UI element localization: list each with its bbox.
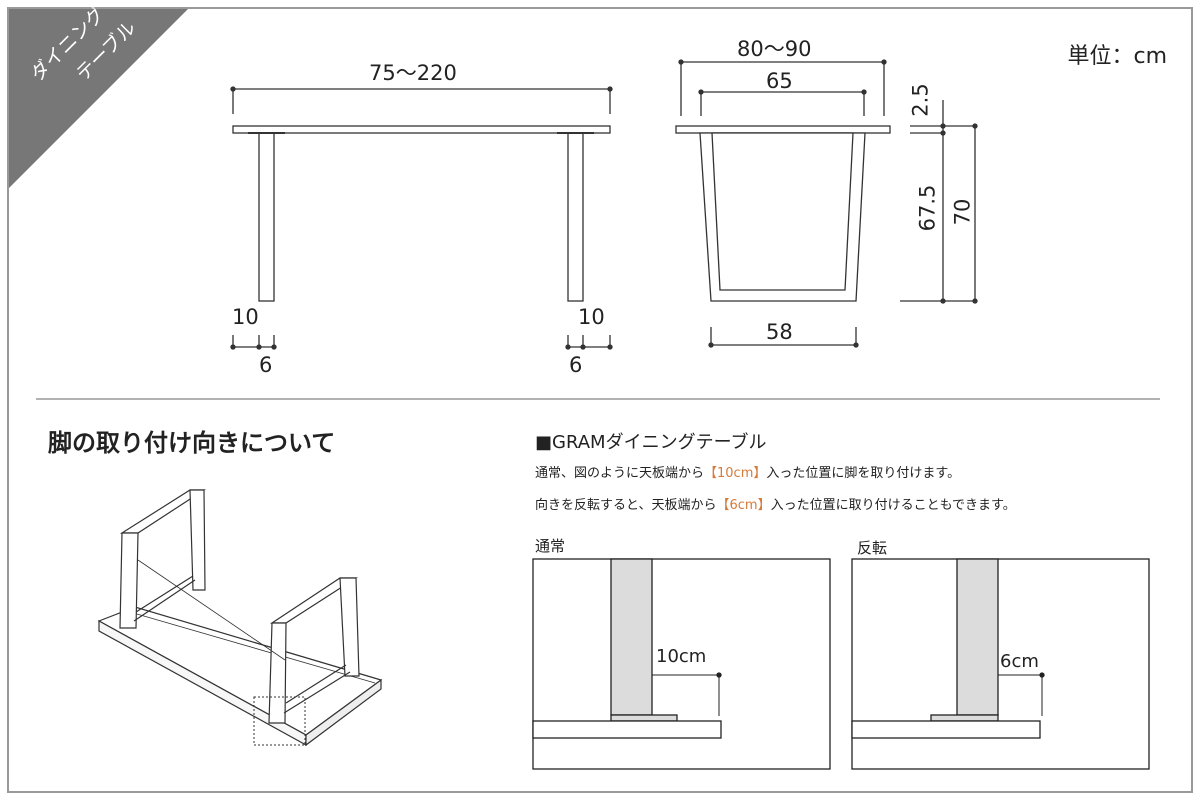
isometric-table-illustration xyxy=(97,489,383,747)
outer-frame xyxy=(7,7,1193,793)
side-total-height-dim: 70 xyxy=(950,198,975,226)
gram-line1-post: 入った位置に脚を取り付けます。 xyxy=(766,466,961,481)
detail-reversed-dim: 6cm xyxy=(1000,651,1039,672)
gram-line2-post: 入った位置に取り付けることもできます。 xyxy=(770,498,1016,513)
front-left-width-dim: 6 xyxy=(259,353,273,377)
front-left-leg xyxy=(258,132,275,302)
detail-highlight-box xyxy=(253,696,306,746)
detail-normal-label: 通常 xyxy=(535,537,566,555)
detail-normal-drawing xyxy=(532,558,831,770)
front-right-leg xyxy=(567,132,584,302)
gram-line1: 通常、図のように天板端から【10cm】入った位置に脚を取り付けます。 xyxy=(535,462,960,481)
gram-line2-highlight: 【6cm】 xyxy=(716,498,771,513)
gram-heading: ■GRAMダイニングテーブル xyxy=(535,432,767,453)
side-leg-height-dim: 67.5 xyxy=(915,184,940,232)
front-right-offset-dim: 10 xyxy=(578,305,605,329)
side-top-thickness-dim: 2.5 xyxy=(908,83,933,117)
side-tabletop xyxy=(675,125,891,134)
front-left-offset-dim: 10 xyxy=(232,305,259,329)
detail-normal-dim: 10cm xyxy=(656,646,707,667)
front-tabletop xyxy=(232,125,611,134)
corner-tag-triangle xyxy=(9,9,188,188)
detail-reversed-label: 反転 xyxy=(857,539,888,557)
side-leg-frame-inner xyxy=(711,132,854,291)
front-right-width-dim: 6 xyxy=(569,353,583,377)
detail-reversed-drawing xyxy=(851,558,1150,770)
section-title: 脚の取り付け向きについて xyxy=(48,429,336,457)
gram-line1-pre: 通常、図のように天板端から xyxy=(535,466,705,481)
side-bottom-width-dim: 58 xyxy=(766,320,793,344)
gram-line2-pre: 向きを反転すると、天板端から xyxy=(535,498,717,513)
front-width-dim: 75～220 xyxy=(369,61,457,85)
front-view-drawing xyxy=(230,86,613,350)
side-outer-width-dim: 80～90 xyxy=(737,37,812,61)
unit-label: 単位：cm xyxy=(1067,44,1167,69)
side-inner-width-dim: 65 xyxy=(766,69,793,93)
side-view-drawing xyxy=(675,59,978,348)
gram-line2: 向きを反転すると、天板端から【6cm】入った位置に取り付けることもできます。 xyxy=(535,494,1016,513)
gram-line1-highlight: 【10cm】 xyxy=(704,466,767,481)
